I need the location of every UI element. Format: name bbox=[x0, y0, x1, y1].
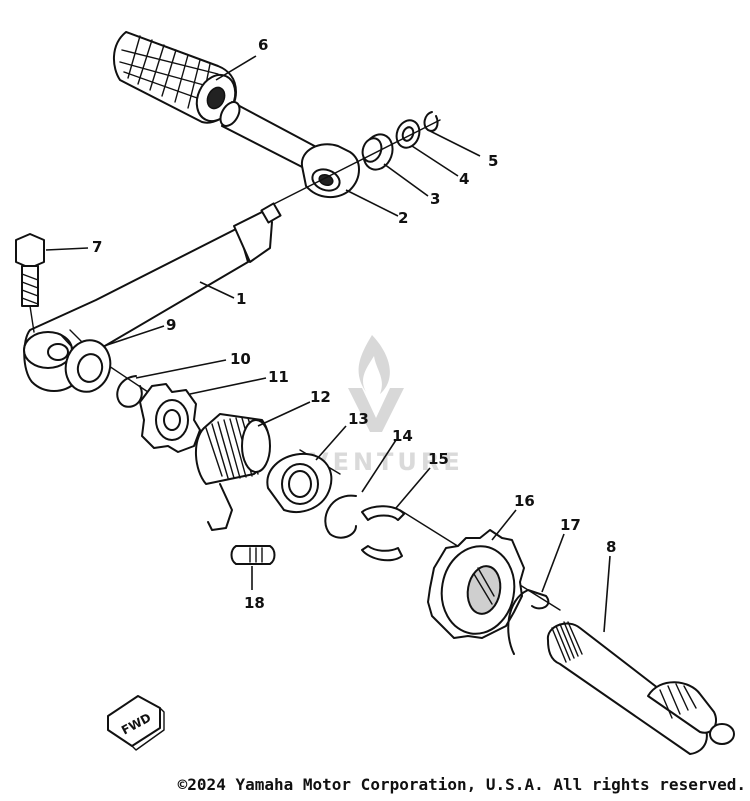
callout-9: 9 bbox=[166, 316, 176, 334]
circlip-14 bbox=[324, 494, 357, 539]
bolt bbox=[15, 233, 45, 333]
kick-spring bbox=[194, 413, 271, 531]
fwd-direction-arrow: FWD bbox=[107, 695, 165, 751]
spring-guide bbox=[266, 452, 333, 513]
callout-10: 10 bbox=[230, 350, 251, 368]
kick-axle bbox=[546, 621, 735, 755]
callout-15: 15 bbox=[428, 450, 449, 468]
callout-numbers: 1 2 3 4 5 6 7 8 9 10 11 12 13 14 15 16 1… bbox=[92, 36, 616, 612]
callout-13: 13 bbox=[348, 410, 369, 428]
callout-14: 14 bbox=[392, 427, 413, 445]
callout-16: 16 bbox=[514, 492, 535, 510]
callout-17: 17 bbox=[560, 516, 581, 534]
callout-8: 8 bbox=[606, 538, 616, 556]
clip-17 bbox=[507, 589, 550, 655]
callout-6: 6 bbox=[258, 36, 268, 54]
callout-18: 18 bbox=[244, 594, 265, 612]
callout-12: 12 bbox=[310, 388, 331, 406]
callout-1: 1 bbox=[236, 290, 246, 308]
washer bbox=[395, 119, 421, 149]
assembly-axis-upper bbox=[261, 119, 441, 211]
callout-4: 4 bbox=[459, 170, 469, 188]
callout-7: 7 bbox=[92, 238, 102, 256]
leader-lines bbox=[45, 55, 611, 633]
oil-seal bbox=[64, 339, 112, 393]
callout-2: 2 bbox=[398, 209, 408, 227]
spring-pin bbox=[230, 545, 276, 565]
callout-5: 5 bbox=[488, 152, 498, 170]
clip-15 bbox=[361, 505, 405, 562]
callout-3: 3 bbox=[430, 190, 440, 208]
circlip bbox=[116, 375, 143, 408]
copyright-notice: ©2024 Yamaha Motor Corporation, U.S.A. A… bbox=[177, 775, 746, 794]
ratchet-gear bbox=[139, 383, 201, 453]
callout-11: 11 bbox=[268, 368, 289, 386]
folding-lever bbox=[219, 101, 360, 198]
kick-gear bbox=[427, 529, 525, 639]
